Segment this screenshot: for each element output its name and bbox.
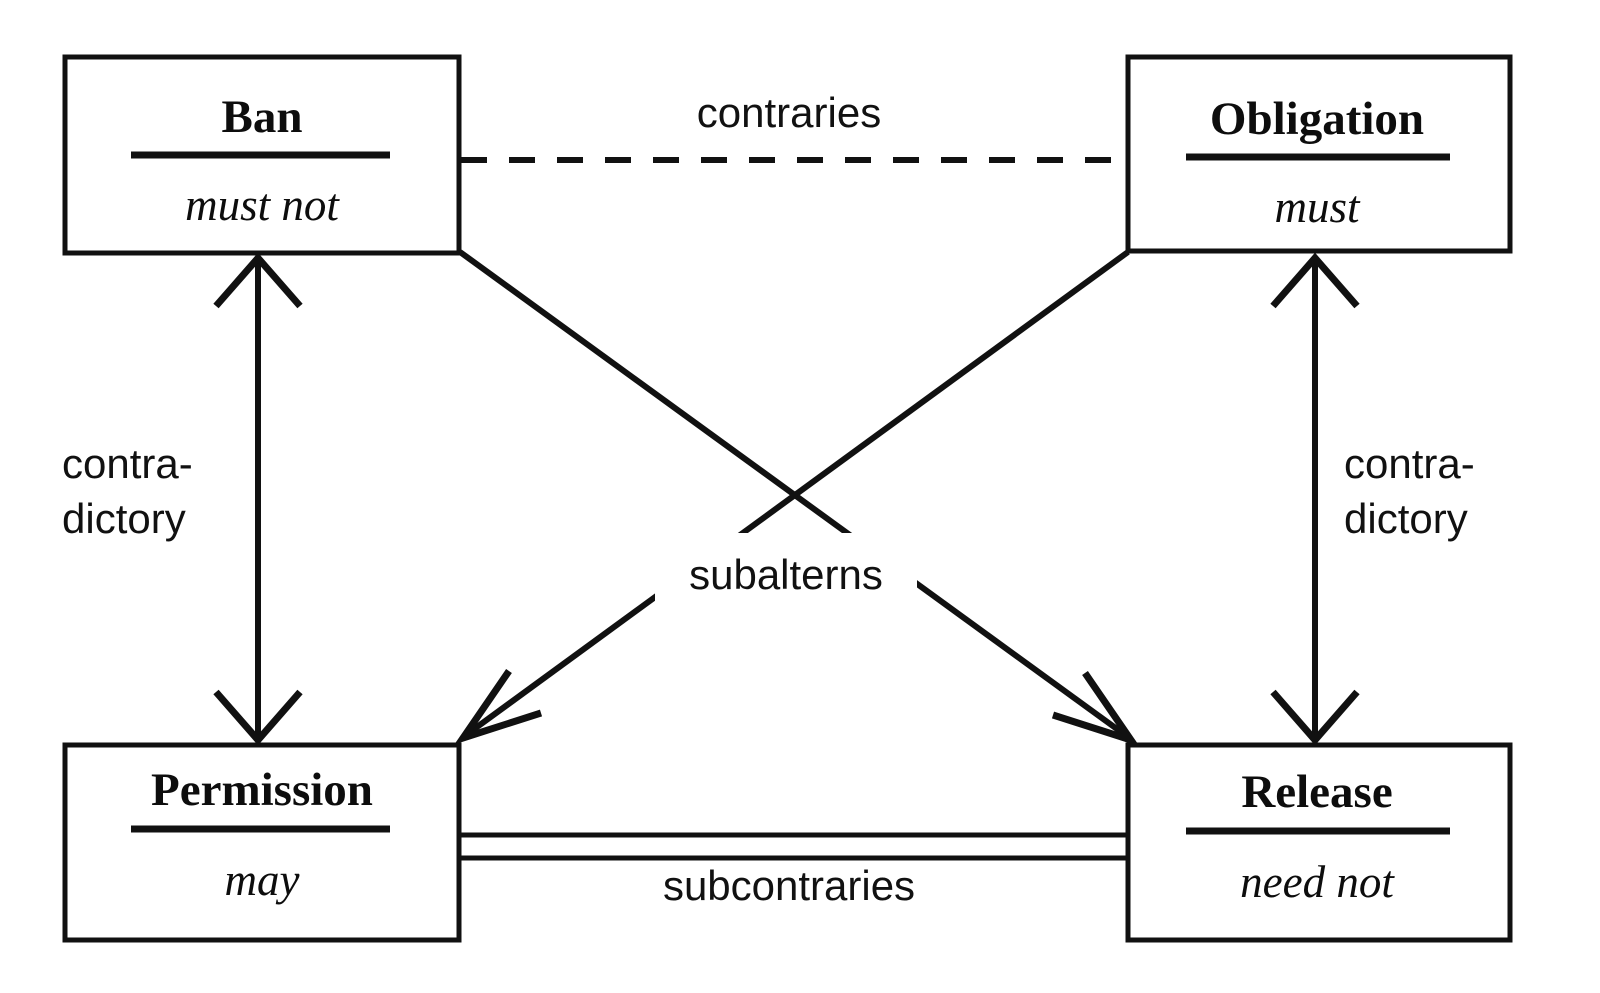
- label-subcontraries: subcontraries: [663, 862, 915, 909]
- label-subalterns: subalterns: [689, 551, 883, 598]
- contradictory-left-arrowhead-down: [213, 689, 303, 746]
- subalterns-arrowhead-release: [1051, 671, 1140, 747]
- node-ban[interactable]: Ban must not: [62, 54, 462, 256]
- edge-subcontraries: [458, 832, 1130, 861]
- permission-gloss: may: [225, 855, 300, 905]
- edge-subalterns-obligation-permission: [454, 249, 1130, 745]
- subalterns-label-mask: [655, 533, 917, 609]
- node-obligation[interactable]: Obligation must: [1125, 54, 1513, 254]
- contradictory-left-arrowhead-up: [213, 252, 303, 309]
- release-title: Release: [1241, 766, 1392, 818]
- label-contradictory-right-line1: contra-: [1344, 440, 1475, 487]
- contradictory-right-arrowhead-down: [1270, 689, 1360, 746]
- label-contradictory-right: contra- dictory: [1344, 440, 1475, 542]
- edge-contradictory-right: [1270, 252, 1360, 746]
- label-contradictory-left-line2: dictory: [62, 495, 186, 542]
- subalterns-arrowhead-permission: [454, 669, 543, 745]
- edge-contradictory-left: [213, 252, 303, 746]
- ban-title: Ban: [222, 91, 303, 143]
- node-permission[interactable]: Permission may: [62, 742, 462, 943]
- node-release[interactable]: Release need not: [1125, 742, 1513, 943]
- permission-title: Permission: [151, 764, 373, 816]
- subalterns-line-obligation-permission: [464, 249, 1130, 738]
- label-contradictory-left-line1: contra-: [62, 440, 193, 487]
- obligation-gloss: must: [1274, 182, 1361, 232]
- permission-box-outline: [62, 742, 462, 943]
- release-gloss: need not: [1240, 857, 1395, 907]
- release-box-outline: [1125, 742, 1513, 943]
- contradictory-right-arrowhead-up: [1270, 252, 1360, 309]
- label-contradictory-left: contra- dictory: [62, 440, 193, 542]
- obligation-title: Obligation: [1210, 93, 1424, 145]
- label-contradictory-right-line2: dictory: [1344, 495, 1468, 542]
- ban-gloss: must not: [185, 180, 340, 230]
- label-contraries: contraries: [697, 89, 881, 136]
